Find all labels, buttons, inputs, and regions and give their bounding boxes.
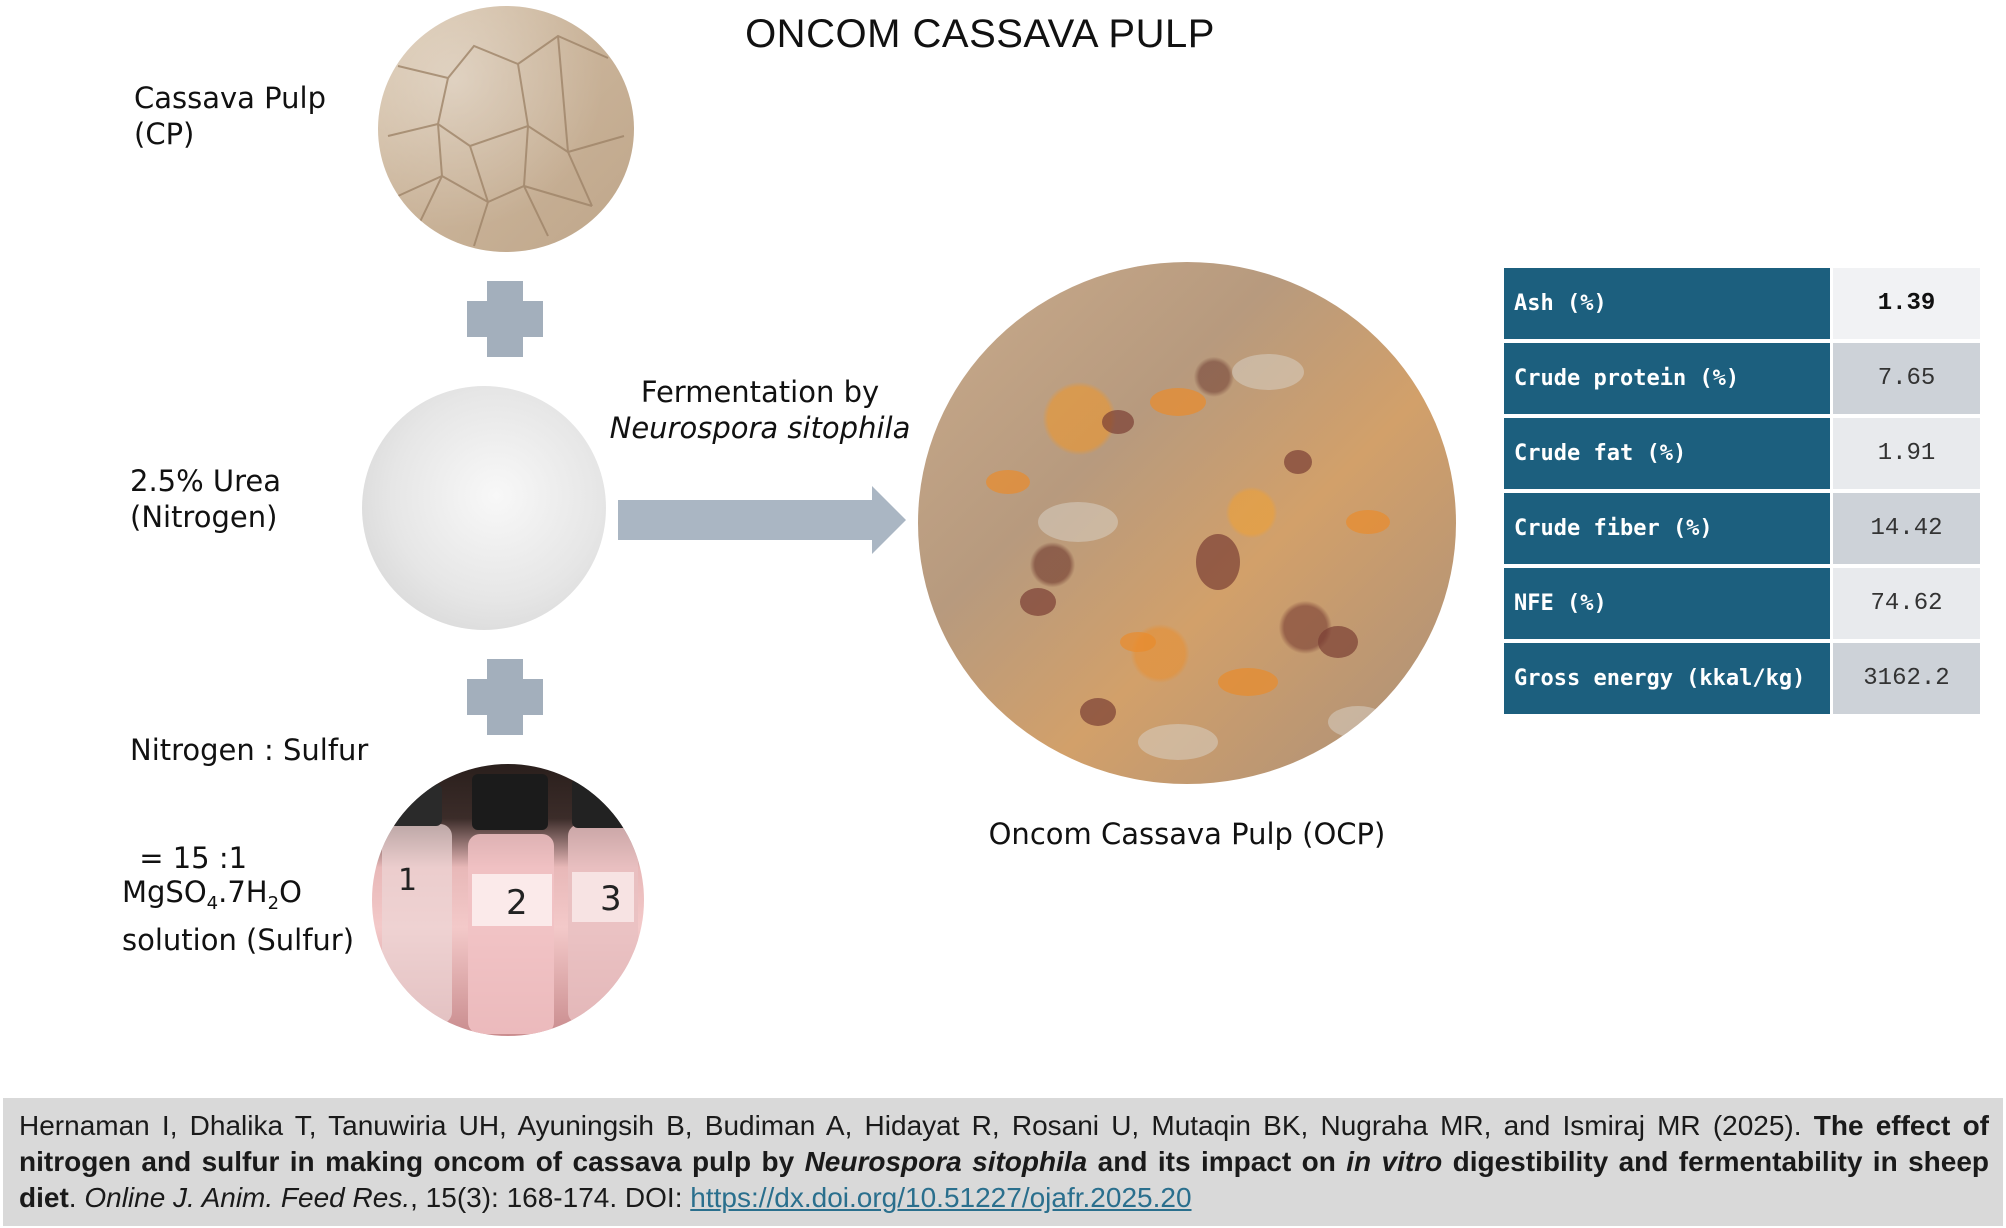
ratio-line1: Nitrogen : Sulfur — [130, 733, 369, 767]
cassava-pulp-image — [378, 6, 634, 252]
nutrient-value: 7.65 — [1833, 343, 1980, 414]
nutrient-name: Ash (%) — [1504, 268, 1830, 339]
nutrient-name: Crude fat (%) — [1504, 418, 1830, 489]
nutrient-value: 14.42 — [1833, 493, 1980, 564]
sulfur-solution-image: 2 3 1 — [372, 764, 644, 1036]
nutrient-name: NFE (%) — [1504, 568, 1830, 639]
citation-journal: Online J. Anim. Feed Res. — [84, 1182, 411, 1213]
sulfur-label-line2: solution (Sulfur) — [122, 922, 355, 957]
citation-authors: Hernaman I, Dhalika T, Tanuwiria UH, Ayu… — [19, 1110, 1814, 1141]
nutrient-row-crude-fiber: Crude fiber (%) 14.42 — [1504, 493, 1980, 564]
ratio-line2: = 15 :1 — [130, 841, 248, 875]
cassava-pulp-label-line2: (CP) — [134, 117, 195, 151]
cassava-pulp-label: Cassava Pulp (CP) — [134, 80, 326, 152]
nutrient-value: 3162.2 — [1833, 643, 1980, 714]
page-title: ONCOM CASSAVA PULP — [745, 12, 1215, 56]
process-arrow — [618, 500, 874, 540]
citation: Hernaman I, Dhalika T, Tanuwiria UH, Ayu… — [3, 1098, 2003, 1226]
urea-label: 2.5% Urea (Nitrogen) — [130, 463, 281, 535]
cassava-pulp-label-line1: Cassava Pulp — [134, 81, 326, 115]
nutrient-row-crude-fat: Crude fat (%) 1.91 — [1504, 418, 1980, 489]
doi-link[interactable]: https://dx.doi.org/10.51227/ojafr.2025.2… — [690, 1182, 1192, 1213]
citation-issue: , 15(3): 168-174. DOI: — [410, 1182, 691, 1213]
fermentation-label: Fermentation by Neurospora sitophila — [600, 374, 920, 446]
fermentation-organism: Neurospora sitophila — [609, 411, 911, 445]
urea-label-line1: 2.5% Urea — [130, 464, 282, 498]
bottle-label-1: 1 — [398, 863, 417, 898]
nutrient-name: Crude protein (%) — [1504, 343, 1830, 414]
nutrient-value: 74.62 — [1833, 568, 1980, 639]
citation-title: The effect of nitrogen and sulfur in mak… — [19, 1110, 1990, 1213]
plus-icon-top-vertical — [487, 281, 523, 357]
nutrient-row-ash: Ash (%) 1.39 — [1504, 268, 1980, 339]
nitrogen-sulfur-ratio: Nitrogen : Sulfur = 15 :1 — [130, 660, 368, 912]
sulfur-label: MgSO4.7H2O solution (Sulfur) — [122, 874, 354, 958]
bottle-label-3: 3 — [600, 879, 622, 919]
nutrient-value: 1.91 — [1833, 418, 1980, 489]
sulfur-formula: MgSO4.7H2O — [122, 875, 302, 914]
nutrient-row-crude-protein: Crude protein (%) 7.65 — [1504, 343, 1980, 414]
bottle-label-2: 2 — [506, 883, 528, 923]
nutrient-row-gross-energy: Gross energy (kkal/kg) 3162.2 — [1504, 643, 1980, 714]
urea-label-line2: (Nitrogen) — [130, 500, 278, 534]
urea-image — [362, 386, 606, 630]
nutrient-name: Gross energy (kkal/kg) — [1504, 643, 1830, 714]
oncom-cassava-pulp-image — [918, 262, 1456, 784]
fermentation-label-line1: Fermentation by — [640, 375, 880, 409]
ocp-label: Oncom Cassava Pulp (OCP) — [988, 817, 1386, 851]
process-arrow-head — [872, 486, 906, 554]
nutrient-name: Crude fiber (%) — [1504, 493, 1830, 564]
nutrient-row-nfe: NFE (%) 74.62 — [1504, 568, 1980, 639]
plus-icon-bottom-vertical — [487, 659, 523, 735]
nutrient-table: Ash (%) 1.39 Crude protein (%) 7.65 Crud… — [1504, 268, 1980, 718]
nutrient-value: 1.39 — [1833, 268, 1980, 339]
